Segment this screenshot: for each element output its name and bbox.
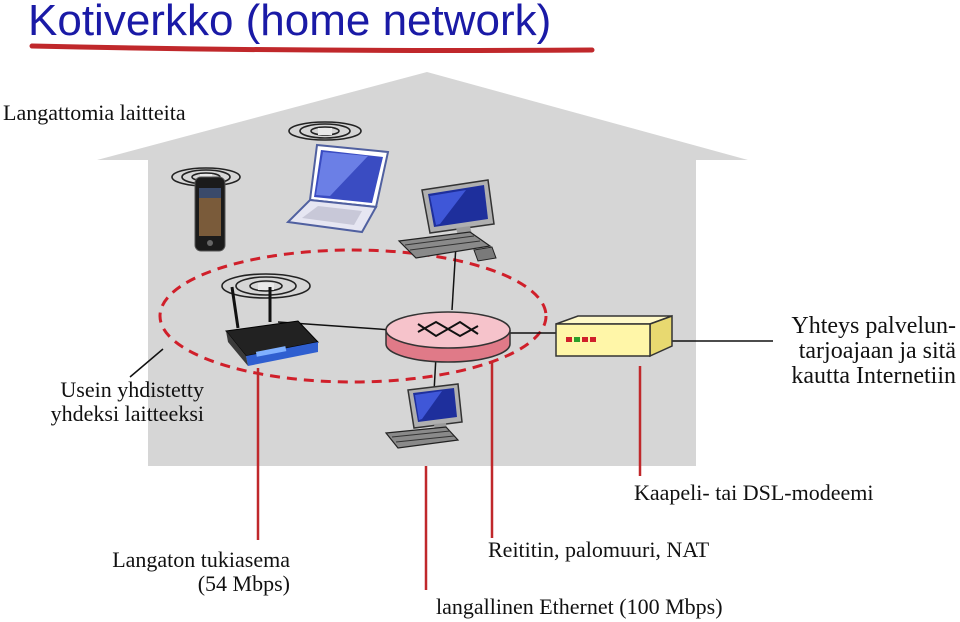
laptop-icon (285, 143, 390, 234)
access-point-label-line: (54 Mbps) (197, 571, 290, 596)
isp-connection-label-line: tarjoajaan ja sitä (798, 338, 956, 364)
combined-callout-line (129, 348, 164, 378)
desktop-computer-icon (397, 179, 497, 262)
router-icon (385, 311, 511, 363)
wireless-devices-label: Langattomia laitteita (3, 100, 186, 125)
title-underline (29, 43, 595, 53)
access-point-label: Langaton tukiasema (54 Mbps) (60, 548, 290, 596)
router-label: Reititin, palomuuri, NAT (488, 537, 710, 562)
combined-device-label-line: Usein yhdistetty (60, 377, 204, 402)
isp-connection-label-line: Yhteys palvelun- (791, 313, 956, 339)
combined-device-label: Usein yhdistetty yhdeksi laitteeksi (10, 378, 204, 426)
modem-label: Kaapeli- tai DSL-modeemi (634, 480, 874, 505)
access-point-label-line: Langaton tukiasema (112, 547, 290, 572)
combined-device-label-line: yhdeksi laitteeksi (50, 401, 204, 426)
smartphone-icon (194, 176, 226, 252)
combined-device-ellipse (158, 248, 548, 384)
access-point-icon (225, 286, 319, 366)
desktop-computer-icon (384, 383, 463, 449)
isp-connection-label-line: kautta Internetiin (791, 363, 956, 389)
isp-connection-label: Yhteys palvelun- tarjoajaan ja sitä kaut… (730, 314, 956, 389)
page-title: Kotiverkko (home network) (28, 0, 552, 45)
ethernet-label: langallinen Ethernet (100 Mbps) (436, 594, 723, 619)
modem-icon (555, 314, 673, 358)
callout-lines (256, 362, 642, 590)
